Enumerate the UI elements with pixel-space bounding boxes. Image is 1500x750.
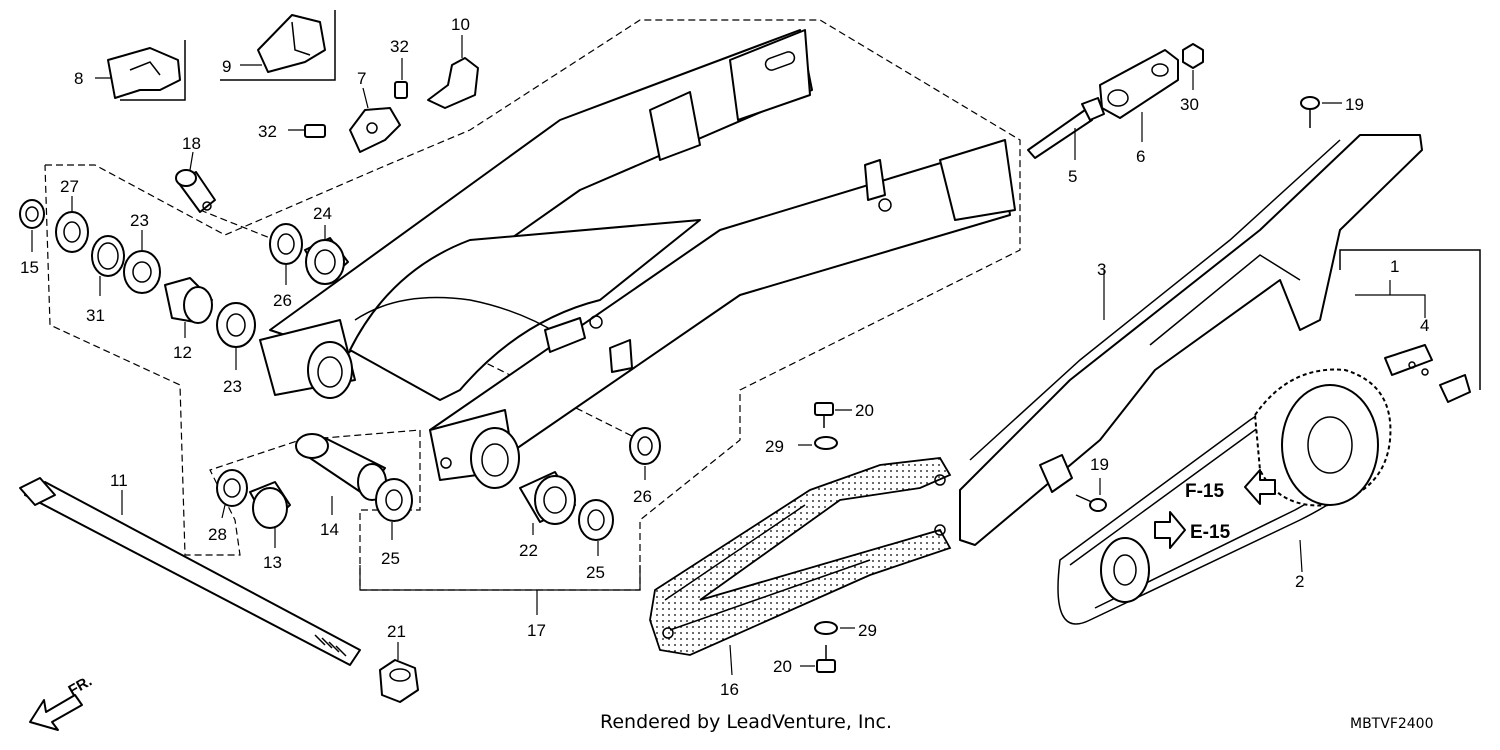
callout-31: 31 (86, 306, 105, 325)
collar-13[interactable] (249, 481, 291, 548)
callout-15: 15 (20, 258, 39, 277)
collar-12[interactable] (164, 277, 213, 338)
callout-24: 24 (313, 204, 332, 223)
washer-29-bottom[interactable] (814, 621, 855, 635)
callout-6: 6 (1136, 147, 1145, 166)
callout-4: 4 (1420, 316, 1429, 335)
bolt-20-bottom[interactable] (800, 645, 836, 673)
callout-19-bottom: 19 (1090, 455, 1109, 474)
callout-23-lower: 23 (223, 377, 242, 396)
nut-21[interactable] (379, 642, 419, 703)
seal-28[interactable] (216, 469, 248, 519)
front-direction-label: FR. (66, 673, 95, 700)
bearing-27[interactable] (55, 196, 89, 253)
diagram-code: MBTVF2400 (1350, 716, 1434, 732)
nut-30[interactable] (1182, 43, 1204, 90)
ref-f15-label[interactable]: F-15 (1185, 481, 1225, 502)
bearing-25-left[interactable] (375, 478, 413, 540)
drive-chain-2[interactable] (1057, 368, 1392, 625)
callout-28: 28 (208, 525, 227, 544)
callout-21: 21 (387, 622, 406, 641)
chain-joint-4[interactable] (1339, 249, 1481, 403)
callout-13: 13 (263, 553, 282, 572)
collar-15[interactable] (19, 199, 45, 252)
chain-case-3[interactable] (959, 134, 1423, 546)
callout-5: 5 (1068, 167, 1077, 186)
callout-1: 1 (1390, 257, 1399, 276)
callout-23-upper: 23 (130, 211, 149, 230)
footer-credit: Rendered by LeadVenture, Inc. (600, 711, 893, 733)
seal-31[interactable] (91, 235, 125, 296)
callout-20-top: 20 (855, 401, 874, 420)
bracket-8[interactable] (95, 40, 186, 101)
bolt-19-top[interactable] (1300, 96, 1342, 128)
pivot-bolt-11[interactable] (19, 477, 361, 666)
callout-12: 12 (173, 343, 192, 362)
seal-26-lower[interactable] (629, 427, 661, 480)
bearing-25-right[interactable] (578, 499, 614, 556)
bracket-7[interactable] (349, 87, 401, 153)
bearing-22[interactable] (519, 471, 576, 535)
callout-26-lower: 26 (633, 487, 652, 506)
callout-14: 14 (320, 520, 339, 539)
arrow-e15 (1154, 511, 1186, 549)
callout-18: 18 (182, 134, 201, 153)
callout-10: 10 (451, 15, 470, 34)
callout-25-right: 25 (586, 563, 605, 582)
swingarm[interactable] (259, 29, 1016, 489)
callout-20-bottom: 20 (773, 657, 792, 676)
callout-8: 8 (74, 69, 83, 88)
callout-11: 11 (110, 471, 128, 490)
collar-18[interactable] (175, 151, 216, 213)
callout-7: 7 (357, 69, 366, 88)
adjuster-6[interactable] (1099, 49, 1179, 142)
callout-26-upper: 26 (273, 291, 292, 310)
callout-32-top: 32 (390, 37, 409, 56)
arrow-f15 (1244, 469, 1276, 505)
callout-17: 17 (527, 621, 546, 640)
callout-16: 16 (720, 680, 739, 699)
bracket-17-group (359, 565, 641, 615)
bolt-19-bottom[interactable] (1075, 478, 1107, 512)
collar-14[interactable] (295, 433, 387, 515)
callout-3: 3 (1097, 260, 1106, 279)
bolt-32-top[interactable] (394, 58, 408, 99)
callout-22: 22 (519, 541, 538, 560)
callout-29-bottom: 29 (858, 621, 877, 640)
bolt-20-top[interactable] (814, 402, 852, 428)
callout-19-top: 19 (1345, 95, 1364, 114)
washer-29-top[interactable] (798, 436, 838, 450)
chain-slider-16[interactable] (649, 457, 952, 676)
callout-29-top: 29 (765, 437, 784, 456)
bolt-32-left[interactable] (288, 124, 326, 138)
bracket-9[interactable] (220, 10, 336, 81)
bracket-10[interactable] (427, 35, 479, 109)
callout-labels: 1 2 3 4 5 6 7 8 9 10 11 12 13 14 15 16 1… (20, 15, 1429, 699)
callout-25-left: 25 (381, 549, 400, 568)
callout-27: 27 (60, 177, 79, 196)
bushing-23-lower[interactable] (216, 302, 256, 370)
bearing-24[interactable] (304, 225, 349, 285)
bolt-5[interactable] (1027, 97, 1105, 160)
callout-9: 9 (222, 57, 231, 76)
ref-e15-label[interactable]: E-15 (1190, 522, 1231, 543)
callout-32-left: 32 (258, 122, 277, 141)
seal-26-upper[interactable] (269, 223, 303, 285)
callout-2: 2 (1295, 572, 1304, 591)
callout-30: 30 (1180, 95, 1199, 114)
bushing-23-upper[interactable] (123, 230, 161, 294)
front-direction-arrow-icon (29, 694, 83, 731)
